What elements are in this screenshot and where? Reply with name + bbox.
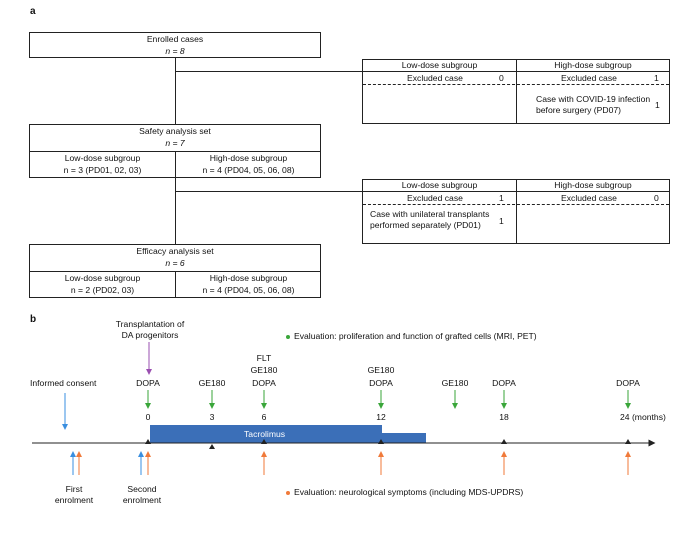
exclusion1-header-line <box>363 71 669 72</box>
panel-a-label: a <box>30 6 36 17</box>
efficacy-divider <box>175 271 176 297</box>
exclusion1-low-excluded-count: 0 <box>499 73 504 83</box>
tacrolimus-label: Tacrolimus <box>244 429 286 439</box>
exclusion2-high-header: High-dose subgroup <box>554 180 632 190</box>
connector-to-exclusion1 <box>175 71 362 72</box>
first-enrolment-line2: enrolment <box>54 495 94 505</box>
safety-title: Safety analysis set <box>139 126 211 136</box>
efficacy-low-value: n = 2 (PD02, 03) <box>70 285 135 295</box>
exclusion1-high-reason-line1: Case with COVID-19 infection <box>536 94 651 104</box>
legend-green-text: Evaluation: proliferation and function o… <box>294 331 537 341</box>
exclusion2-dashed-line <box>363 204 669 205</box>
efficacy-analysis-box: Efficacy analysis set n = 6 Low-dose sub… <box>29 244 321 298</box>
exclusion2-high-excluded-label: Excluded case <box>561 193 617 203</box>
transplant-label-line1: Transplantation of <box>115 319 185 329</box>
tick-12 <box>378 439 384 444</box>
event-2-top: GE180 <box>250 365 278 375</box>
tick-24 <box>625 439 631 444</box>
event-5-month: 18 <box>499 412 509 422</box>
event-6-mid: DOPA <box>616 378 640 388</box>
exclusion1-divider <box>516 60 517 123</box>
efficacy-title: Efficacy analysis set <box>136 246 214 256</box>
safety-analysis-box: Safety analysis set n = 7 Low-dose subgr… <box>29 124 321 178</box>
safety-high-value: n = 4 (PD04, 05, 06, 08) <box>202 165 295 175</box>
safety-low-value: n = 3 (PD01, 02, 03) <box>63 165 142 175</box>
event-3-top: GE180 <box>367 365 395 375</box>
event-3-month: 12 <box>376 412 386 422</box>
exclusion2-low-excluded-count: 1 <box>499 193 504 203</box>
event-2-month: 6 <box>261 412 267 422</box>
connector-to-exclusion2 <box>175 191 362 192</box>
exclusion1-high-excluded-count: 1 <box>654 73 659 83</box>
event-4-mid: GE180 <box>441 378 469 388</box>
exclusion1-high-reason-line2: before surgery (PD07) <box>536 105 622 115</box>
exclusion1-low-header: Low-dose subgroup <box>401 60 478 70</box>
event-6-month: 24 (months) <box>620 412 666 422</box>
exclusion2-high-excluded-count: 0 <box>654 193 659 203</box>
safety-divider <box>175 151 176 177</box>
exclusion-box-1: Low-dose subgroup High-dose subgroup Exc… <box>362 59 670 124</box>
tick-0 <box>145 439 151 444</box>
tacrolimus-bar-taper <box>382 433 426 443</box>
first-enrolment-line1: First <box>65 484 83 494</box>
connector-safety-efficacy <box>175 178 176 244</box>
exclusion1-dashed-line <box>363 84 669 85</box>
panel-b-label: b <box>30 314 37 325</box>
exclusion1-low-excluded-label: Excluded case <box>407 73 463 83</box>
exclusion2-low-excluded-label: Excluded case <box>407 193 463 203</box>
connector-enrolled-safety <box>175 58 176 124</box>
exclusion2-low-reason-line2: performed separately (PD01) <box>370 220 481 230</box>
event-5-mid: DOPA <box>492 378 516 388</box>
tacrolimus-bar <box>150 425 382 443</box>
efficacy-high-value: n = 4 (PD04, 05, 06, 08) <box>202 285 295 295</box>
enrolled-cases-box: Enrolled cases n = 8 <box>29 32 321 58</box>
exclusion2-low-reason-line1: Case with unilateral transplants <box>370 209 490 219</box>
event-1-mid: GE180 <box>198 378 226 388</box>
second-enrolment-line1: Second <box>127 484 157 494</box>
safety-high-header: High-dose subgroup <box>209 153 288 163</box>
event-3-mid: DOPA <box>369 378 393 388</box>
informed-consent-label: Informed consent <box>30 378 97 388</box>
exclusion1-high-reason-count: 1 <box>655 100 660 110</box>
tick-3 <box>209 444 215 449</box>
exclusion2-low-reason-count: 1 <box>499 216 504 226</box>
exclusion-box-2: Low-dose subgroup High-dose subgroup Exc… <box>362 179 670 244</box>
enrolled-title: Enrolled cases <box>146 34 204 44</box>
efficacy-n: n = 6 <box>165 258 185 268</box>
legend-orange-text: Evaluation: neurological symptoms (inclu… <box>294 487 524 497</box>
efficacy-high-header: High-dose subgroup <box>209 273 288 283</box>
exclusion2-low-header: Low-dose subgroup <box>401 180 478 190</box>
tick-6 <box>261 439 267 444</box>
transplant-label-line2: DA progenitors <box>121 330 179 340</box>
exclusion1-high-excluded-label: Excluded case <box>561 73 617 83</box>
event-0-month: 0 <box>145 412 151 422</box>
second-enrolment-line2: enrolment <box>122 495 162 505</box>
safety-low-header: Low-dose subgroup <box>64 153 141 163</box>
exclusion2-header-line <box>363 191 669 192</box>
exclusion1-high-header: High-dose subgroup <box>554 60 632 70</box>
event-0-mid: DOPA <box>136 378 160 388</box>
exclusion2-divider <box>516 180 517 243</box>
event-1-month: 3 <box>209 412 215 422</box>
safety-n: n = 7 <box>165 138 185 148</box>
tick-18 <box>501 439 507 444</box>
flt-label: FLT <box>256 353 272 363</box>
legend-orange-dot <box>286 491 290 495</box>
event-2-mid: DOPA <box>252 378 276 388</box>
legend-green-dot <box>286 335 290 339</box>
efficacy-low-header: Low-dose subgroup <box>64 273 141 283</box>
enrolled-n: n = 8 <box>165 46 185 56</box>
